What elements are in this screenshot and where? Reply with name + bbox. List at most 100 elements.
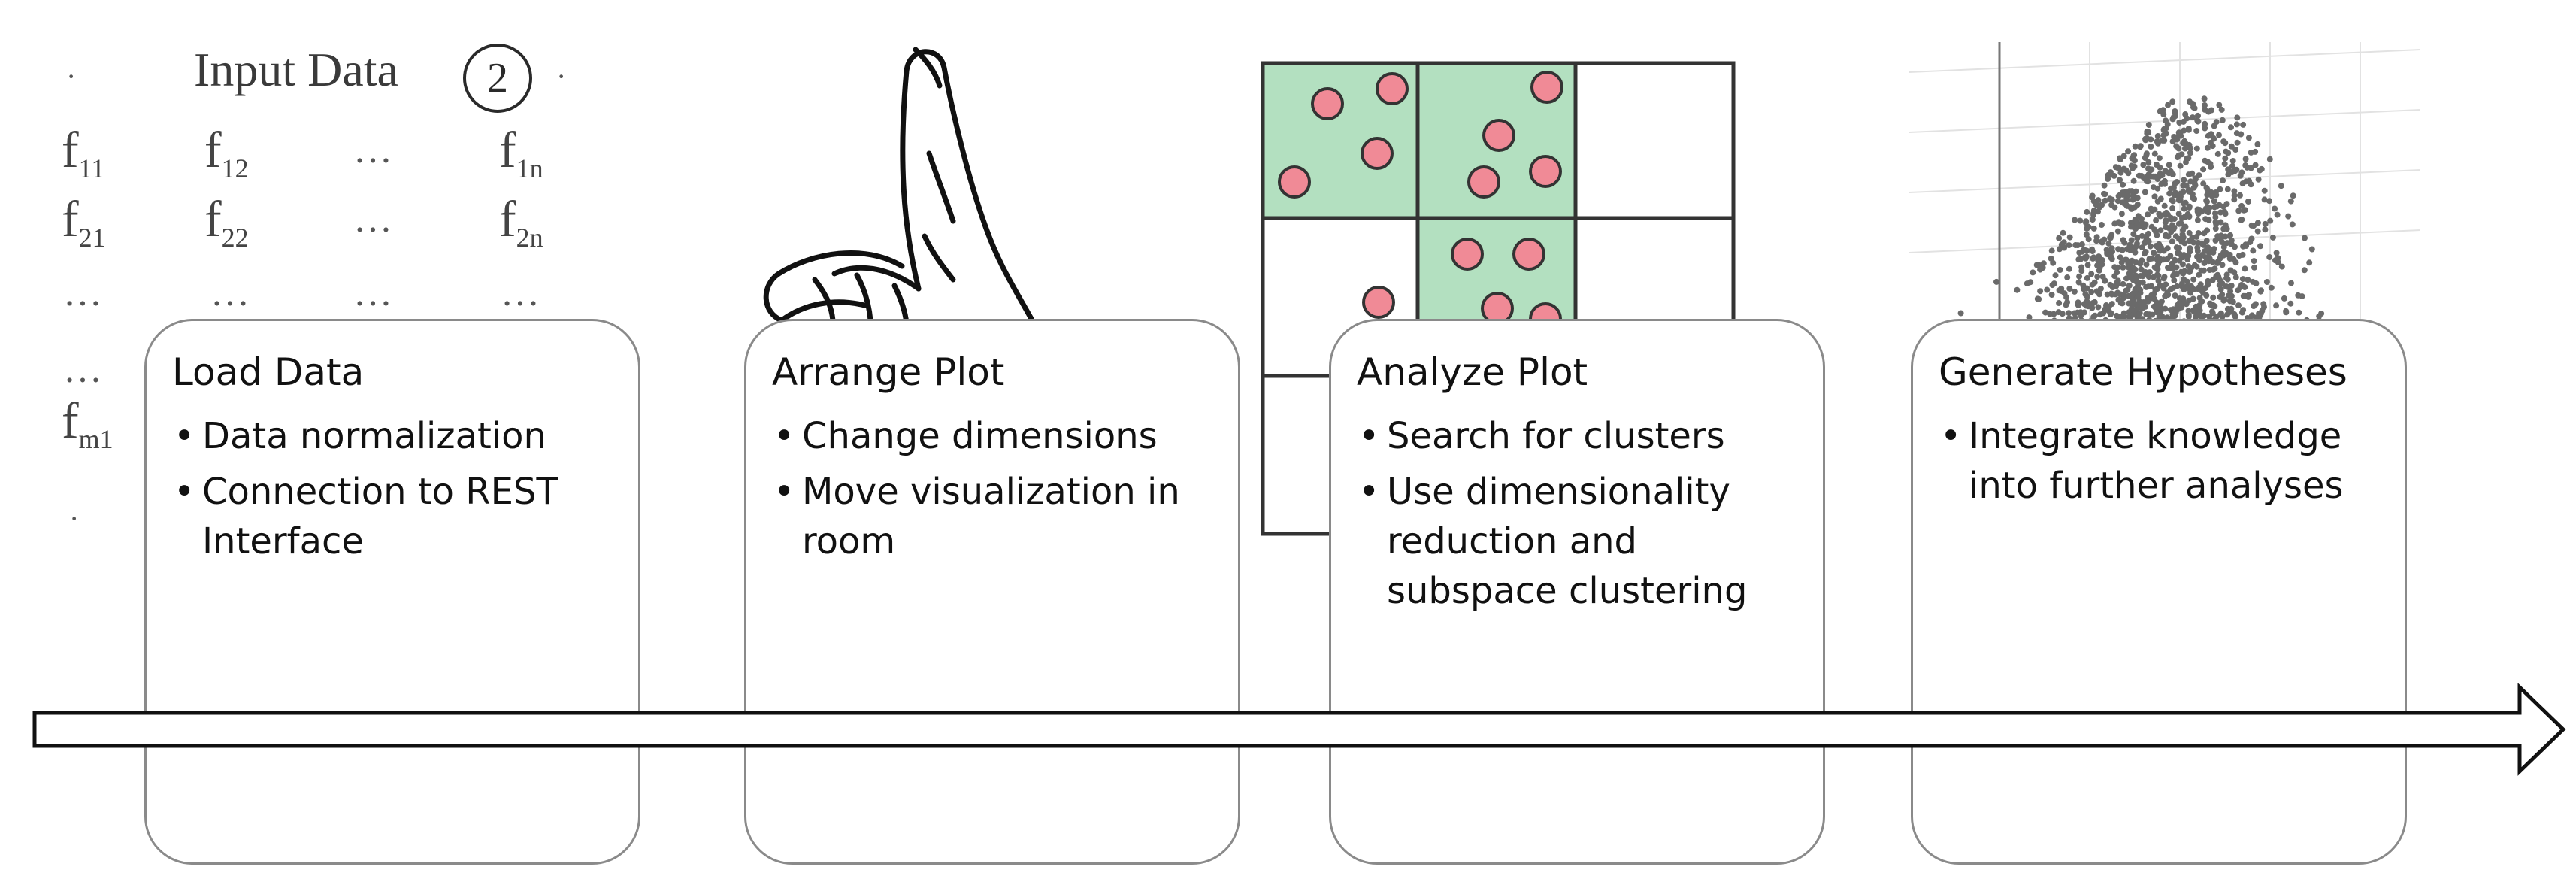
scatter-point: [2097, 311, 2104, 318]
scatter-point: [2096, 291, 2102, 298]
scatter-point: [2164, 245, 2171, 252]
scatter-point: [2207, 139, 2214, 146]
scatter-point: [2108, 232, 2115, 238]
scatter-point: [2126, 260, 2133, 267]
stage-item: •Data normalization: [172, 411, 613, 461]
scatter-point: [2156, 301, 2163, 308]
scatter-point: [2036, 295, 2042, 302]
scatter-point: [2014, 286, 2021, 293]
stage-box-generate-hypotheses: Generate Hypotheses •Integrate knowledge…: [1911, 319, 2407, 865]
scatter-cloud-plot: [1909, 42, 2420, 335]
scatter-point: [2278, 183, 2284, 189]
stage-item: •Search for clusters: [1357, 411, 1797, 461]
scatter-point: [2138, 266, 2145, 273]
scatter-point: [2224, 186, 2231, 192]
scatter-point: [2115, 165, 2122, 171]
scatter-point: [2211, 204, 2218, 211]
step-number: 2: [487, 55, 508, 102]
scatter-point: [2149, 255, 2155, 262]
scatter-point: [2130, 196, 2136, 203]
scatter-point: [2191, 195, 2198, 202]
scatter-point: [2030, 269, 2036, 276]
scatter-point: [2266, 198, 2272, 205]
scatter-point: [2218, 232, 2224, 239]
scatter-point: [2180, 200, 2187, 207]
scatter-point: [2096, 204, 2103, 211]
data-point: [1311, 87, 1344, 120]
scatter-point: [2167, 168, 2174, 174]
scatter-point: [2127, 247, 2134, 253]
scatter-point: [2250, 247, 2257, 254]
data-point: [1512, 238, 1545, 271]
scatter-point: [2154, 133, 2161, 139]
scatter-point: [2171, 277, 2178, 283]
matrix-cell: f2n: [499, 190, 543, 253]
scatter-point: [2193, 128, 2200, 134]
scatter-point: [2169, 311, 2176, 318]
scatter-point: [2154, 266, 2161, 273]
scatter-point: [2229, 158, 2236, 164]
scatter-point: [2089, 246, 2096, 253]
bullet-icon: •: [1358, 415, 1380, 457]
scatter-point: [2183, 301, 2190, 308]
scatter-point: [2102, 306, 2109, 313]
scatter-point: [2274, 211, 2281, 218]
bullet-icon: •: [773, 471, 795, 513]
data-point: [1376, 72, 1409, 105]
scatter-point: [2092, 312, 2098, 319]
scatter-point: [2235, 208, 2242, 214]
scatter-point: [2223, 283, 2229, 289]
scatter-point: [2288, 280, 2294, 286]
scatter-point: [2228, 237, 2235, 244]
scatter-point: [2175, 220, 2182, 227]
scatter-point: [2048, 292, 2055, 298]
scatter-point: [2220, 244, 2227, 250]
scatter-point: [2242, 265, 2248, 272]
matrix-cell: …: [353, 129, 394, 171]
scatter-point: [2211, 198, 2217, 205]
scatter-point: [2072, 217, 2078, 223]
scatter-point: [2202, 125, 2208, 132]
scatter-point: [2064, 274, 2071, 280]
scatter-point: [2174, 283, 2181, 289]
scatter-point: [2266, 156, 2273, 162]
scatter-point: [2290, 192, 2296, 199]
scatter-point: [2124, 192, 2131, 199]
scatter-point: [2076, 273, 2083, 280]
scatter-point: [2251, 264, 2257, 271]
scatter-point: [2263, 279, 2270, 285]
scatter-point: [2162, 168, 2169, 174]
scatter-point: [2175, 211, 2182, 217]
scatter-point: [2122, 256, 2129, 263]
scatter-point: [2125, 292, 2132, 299]
stage-box-arrange-plot: Arrange Plot •Change dimensions •Move vi…: [744, 319, 1240, 865]
scatter-point: [2242, 162, 2249, 168]
scatter-point: [2255, 176, 2262, 183]
scatter-point: [2192, 175, 2199, 182]
scatter-point: [2216, 282, 2223, 289]
scatter-point: [2105, 240, 2112, 247]
scatter-point: [2287, 198, 2294, 205]
scatter-point: [2268, 284, 2275, 291]
scatter-point: [2066, 234, 2073, 241]
scatter-point: [2229, 299, 2236, 305]
scatter-point: [2078, 241, 2085, 247]
scatter-point: [2085, 223, 2092, 230]
data-point: [1529, 155, 1562, 188]
scatter-point: [2127, 313, 2134, 320]
scatter-point: [2251, 258, 2257, 265]
scatter-point: [2040, 260, 2047, 267]
scatter-point: [2203, 184, 2210, 191]
scatter-point: [2193, 145, 2200, 152]
scatter-point: [2151, 206, 2158, 213]
scatter-point: [2204, 144, 2211, 151]
scatter-point: [2075, 299, 2081, 306]
scatter-point: [2170, 306, 2177, 313]
stage-item: •Integrate knowledge into further analys…: [1939, 411, 2379, 511]
scatter-point: [2120, 264, 2126, 271]
scatter-point: [2179, 254, 2186, 261]
scatter-point: [2173, 264, 2180, 271]
scatter-point: [2155, 272, 2162, 279]
scatter-point: [2172, 110, 2178, 116]
scatter-point: [2098, 222, 2105, 228]
